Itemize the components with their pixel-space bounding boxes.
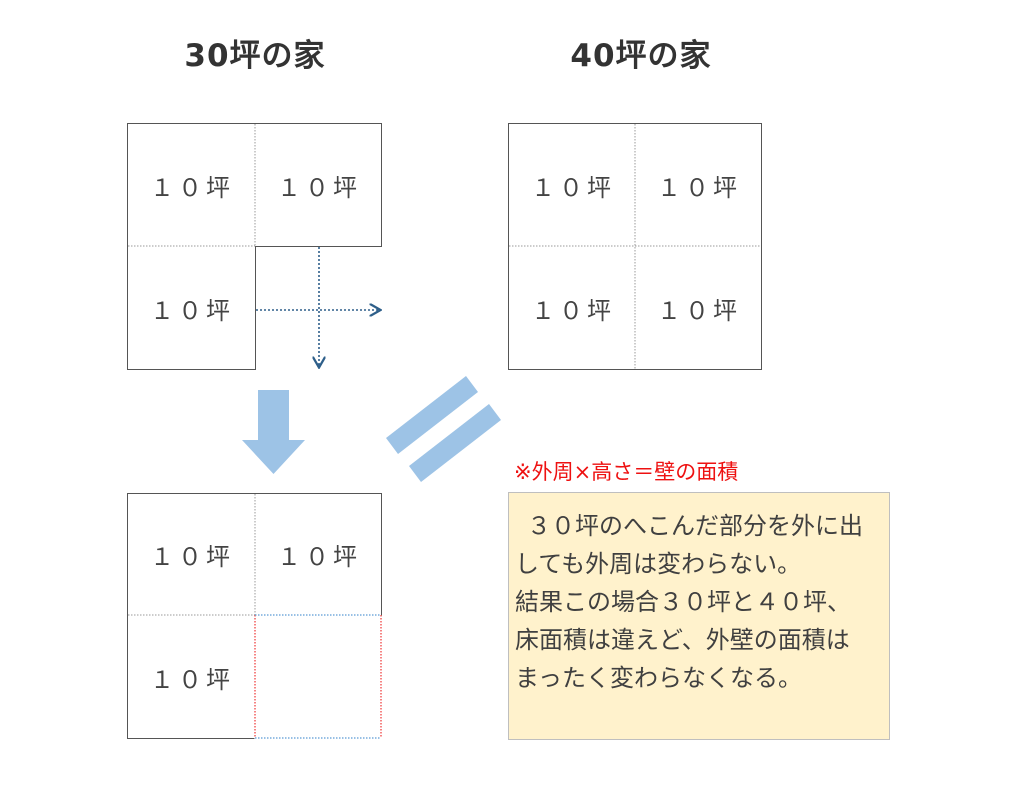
title-30tsubo: 30坪の家 (184, 38, 326, 74)
cell-label: １０坪 (277, 543, 361, 571)
explanation-line: 床面積は違えど、外壁の面積は (515, 626, 850, 654)
explanation-box: ３０坪のへこんだ部分を外に出 しても外周は変わらない。 結果この場合３０坪と４０… (508, 492, 890, 740)
cell-label: １０坪 (150, 666, 234, 694)
explanation-line: まったく変わらなくなる。 (515, 664, 803, 692)
equals-bar-bottom (409, 404, 501, 482)
down-arrow (242, 390, 305, 474)
wall-area-formula: ※外周×高さ＝壁の面積 (514, 460, 739, 484)
explanation-line: ３０坪のへこんだ部分を外に出 (527, 512, 863, 540)
title-40tsubo: 40坪の家 (570, 38, 712, 74)
explanation-line: 結果この場合３０坪と４０坪、 (515, 588, 851, 616)
cell-label: １０坪 (150, 543, 234, 571)
cell-label: １０坪 (531, 174, 615, 202)
cell-label: １０坪 (150, 297, 234, 325)
explanation-line: しても外周は変わらない。 (515, 550, 802, 578)
cell-label: １０坪 (531, 297, 615, 325)
cell-label: １０坪 (150, 174, 234, 202)
house-30-outline (127, 123, 382, 370)
equals-bar-top (386, 376, 478, 454)
house-40-outline (508, 123, 762, 370)
cell-label: １０坪 (277, 174, 361, 202)
house-30-expanded-outline (127, 493, 382, 739)
cell-label: １０坪 (657, 297, 741, 325)
cell-label: １０坪 (657, 174, 741, 202)
